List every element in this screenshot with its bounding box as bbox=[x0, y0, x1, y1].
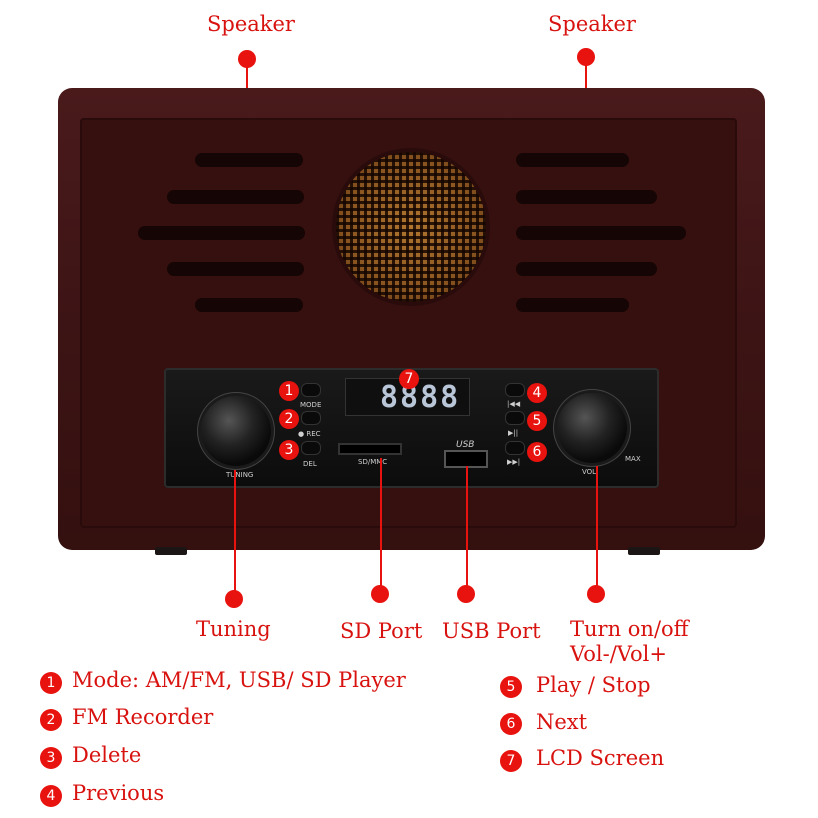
speaker-right-label: Speaker bbox=[548, 12, 636, 36]
speaker-slot bbox=[516, 153, 629, 167]
speaker-slot bbox=[516, 262, 657, 276]
badge-4: 4 bbox=[527, 383, 547, 403]
legend-text-5: Play / Stop bbox=[536, 673, 651, 697]
del-label: DEL bbox=[303, 460, 317, 468]
tuning-knob[interactable] bbox=[201, 396, 271, 466]
speaker-slot bbox=[516, 190, 657, 204]
legend-num-1: 1 bbox=[40, 672, 62, 694]
legend-num-2: 2 bbox=[40, 709, 62, 731]
max-label: MAX bbox=[625, 455, 641, 463]
usb-port-label: USB Port bbox=[442, 619, 541, 643]
badge-1: 1 bbox=[279, 381, 299, 401]
sd-line bbox=[380, 458, 382, 588]
usb-label: USB bbox=[456, 440, 475, 450]
legend-num-4: 4 bbox=[40, 785, 62, 807]
speaker-slot bbox=[195, 153, 303, 167]
badge-2: 2 bbox=[279, 409, 299, 429]
tuning-knob-label: TUNING bbox=[226, 471, 254, 479]
legend-num-5: 5 bbox=[500, 676, 522, 698]
legend-num-7: 7 bbox=[500, 750, 522, 772]
radio-foot-right bbox=[628, 547, 660, 555]
tuning-label: Tuning bbox=[196, 617, 271, 641]
speaker-slot bbox=[195, 298, 303, 312]
play-stop-button[interactable] bbox=[506, 412, 524, 424]
speaker-slot bbox=[138, 226, 305, 240]
rec-label: ● REC bbox=[298, 430, 321, 438]
usb-line bbox=[466, 466, 468, 588]
del-button[interactable] bbox=[302, 442, 320, 454]
legend-text-3: Delete bbox=[72, 743, 142, 767]
lcd-digits: 8888 bbox=[380, 380, 461, 415]
rec-label-text: REC bbox=[306, 430, 321, 438]
legend-text-6: Next bbox=[536, 710, 588, 734]
volume-knob[interactable] bbox=[557, 393, 627, 463]
previous-icon: |◀◀ bbox=[507, 400, 521, 408]
sd-slot[interactable] bbox=[340, 445, 400, 453]
legend-num-6: 6 bbox=[500, 713, 522, 735]
legend-text-7: LCD Screen bbox=[536, 746, 665, 770]
rec-button[interactable] bbox=[302, 412, 320, 424]
radio-foot-left bbox=[155, 547, 187, 555]
power-label-line1: Turn on/off bbox=[570, 617, 689, 641]
sd-label: SD/MMC bbox=[358, 458, 388, 466]
speaker-slot bbox=[167, 262, 304, 276]
badge-5: 5 bbox=[527, 411, 547, 431]
legend-text-2: FM Recorder bbox=[72, 705, 214, 729]
usb-dot bbox=[457, 585, 475, 603]
tuning-dot bbox=[225, 590, 243, 608]
tuning-line bbox=[234, 470, 236, 596]
volume-line bbox=[596, 466, 598, 588]
sd-port-label: SD Port bbox=[340, 619, 423, 643]
volume-knob-label: VOL bbox=[582, 468, 597, 476]
power-label-line2: Vol-/Vol+ bbox=[570, 642, 667, 666]
speaker-right-dot bbox=[577, 48, 595, 66]
legend-text-1: Mode: AM/FM, USB/ SD Player bbox=[72, 668, 406, 692]
play-pause-icon: ▶|| bbox=[508, 429, 519, 437]
speaker-slot bbox=[516, 226, 686, 240]
legend-text-4: Previous bbox=[72, 781, 165, 805]
speaker-slot bbox=[167, 190, 304, 204]
badge-7: 7 bbox=[399, 369, 419, 389]
mode-label: MODE bbox=[300, 401, 322, 409]
next-button[interactable] bbox=[506, 442, 524, 454]
badge-6: 6 bbox=[527, 442, 547, 462]
speaker-grille bbox=[336, 152, 486, 302]
speaker-left-label: Speaker bbox=[207, 12, 295, 36]
mode-button[interactable] bbox=[302, 384, 320, 396]
next-icon: ▶▶| bbox=[507, 458, 521, 466]
usb-slot[interactable] bbox=[446, 452, 486, 466]
legend-num-3: 3 bbox=[40, 747, 62, 769]
speaker-slot bbox=[516, 298, 629, 312]
sd-dot bbox=[371, 585, 389, 603]
previous-button[interactable] bbox=[506, 384, 524, 396]
speaker-left-dot bbox=[238, 50, 256, 68]
volume-dot bbox=[587, 585, 605, 603]
badge-3: 3 bbox=[279, 440, 299, 460]
